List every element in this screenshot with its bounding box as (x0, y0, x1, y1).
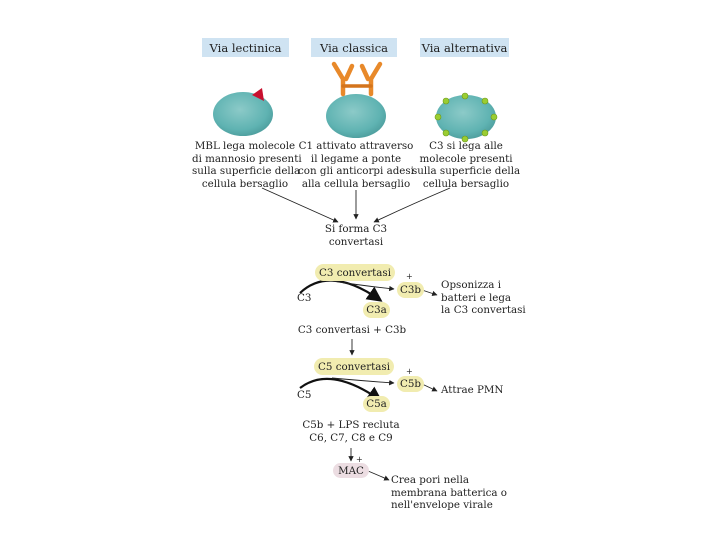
arrow-to-c3b (331, 280, 395, 292)
c3b-label: C3b (399, 284, 422, 296)
classic-desc-line: il legame a ponte (310, 152, 402, 165)
classic-target-cell (326, 94, 386, 138)
c5-convertase-badge: C5 convertasi (314, 358, 394, 375)
classic-description: C1 attivato attraverso il legame a ponte… (296, 140, 416, 190)
header-lectin-pathway: Via lectinica (202, 38, 289, 57)
mac-effect-line: nell'envelope virale (391, 499, 493, 512)
c3a-badge: C3a (363, 302, 390, 318)
classic-desc-line: C1 attivato attraverso (298, 140, 414, 152)
c5-substrate-label: C5 (297, 389, 312, 401)
mac-effect-line: Crea pori nella (391, 474, 470, 486)
classic-desc-line: con gli anticorpi adesi (298, 165, 414, 178)
c3b-effect-line: batteri e lega (441, 291, 512, 304)
alternative-desc-line: cellula bersaglio (422, 177, 510, 190)
c3b-plus-sign: + (406, 272, 413, 281)
step2-result-line: C5b + LPS recluta (302, 419, 400, 431)
c3-convertase-badge: C3 convertasi (315, 264, 395, 281)
antibody-complex-icon (331, 61, 383, 97)
lectin-desc-line: di mannosio presenti (192, 152, 302, 165)
c3-forms-line: Si forma C3 (324, 223, 388, 235)
header-alternative-pathway: Via alternativa (420, 38, 509, 57)
step2-result-line: C6, C7, C8 e C9 (309, 431, 393, 444)
step2-result: C5b + LPS recluta C6, C7, C8 e C9 (294, 419, 408, 444)
mac-plus-sign: + (356, 455, 363, 464)
c5-convertase-label: C5 convertasi (318, 360, 390, 373)
header-classic-label: Via classica (319, 40, 389, 55)
c3-convertase-forms: Si forma C3 convertasi (306, 223, 406, 248)
c5b-badge: C5b (397, 376, 424, 392)
alternative-target-cell (436, 95, 496, 139)
c5b-plus-sign: + (406, 367, 413, 376)
mac-effect-line: membrana batterica o (391, 486, 508, 499)
classic-desc-line: alla cellula bersaglio (301, 177, 411, 190)
arrow-to-c5b (331, 377, 395, 386)
c3-forms-line: convertasi (328, 235, 384, 248)
c3b-effect: Opsonizza i batteri e lega la C3 convert… (441, 279, 526, 317)
lectin-target-cell (213, 92, 273, 136)
lectin-description: MBL lega molecole di mannosio presenti s… (192, 140, 302, 190)
header-alternative-label: Via alternativa (421, 40, 508, 55)
c3-substrate-label: C3 (297, 292, 312, 304)
mac-badge: MAC (333, 463, 369, 478)
arrow-c3b-effect (421, 289, 438, 297)
arrow-c5b-effect (421, 383, 438, 392)
header-classic-pathway: Via classica (311, 38, 397, 57)
c5b-effect: Attrae PMN (441, 384, 504, 396)
alternative-desc-line: C3 si lega alle (429, 140, 503, 152)
c3-cleavage-arc (299, 279, 383, 302)
mac-effect: Crea pori nella membrana batterica o nel… (391, 474, 507, 512)
c3b-effect-line: Opsonizza i (441, 279, 501, 291)
mbl-molecule-icon (252, 88, 264, 101)
c3a-label: C3a (366, 304, 387, 316)
lectin-desc-line: sulla superficie della (192, 165, 301, 178)
lectin-desc-line: cellula bersaglio (201, 177, 289, 190)
c5-cleavage-arc (299, 377, 383, 402)
c5a-badge: C5a (363, 396, 390, 412)
c3-dots-icon (434, 92, 498, 143)
header-lectin-label: Via lectinica (209, 40, 282, 55)
arrow-lectin-to-c3 (261, 187, 339, 223)
mac-label: MAC (338, 464, 364, 477)
c5b-label: C5b (399, 378, 422, 390)
arrow-mac-effect (367, 470, 390, 481)
alternative-desc-line: molecole presenti (419, 152, 513, 165)
arrow-alternative-to-c3 (373, 187, 451, 223)
c3-convertase-label: C3 convertasi (319, 266, 391, 279)
c5a-label: C5a (366, 398, 387, 410)
lectin-desc-line: MBL lega molecole (194, 140, 296, 152)
alternative-desc-line: sulla superficie della (412, 165, 521, 178)
step1-result: C3 convertasi + C3b (297, 324, 407, 336)
c3b-effect-line: la C3 convertasi (441, 304, 526, 317)
c3b-badge: C3b (397, 282, 424, 298)
alternative-description: C3 si lega alle molecole presenti sulla … (412, 140, 520, 190)
